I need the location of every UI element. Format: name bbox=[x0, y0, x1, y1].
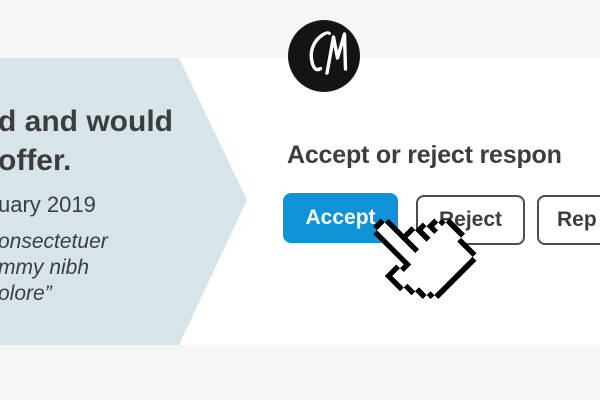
testimonial-heading: d and would offer. bbox=[0, 102, 173, 180]
reject-button[interactable]: Reject bbox=[416, 195, 525, 245]
testimonial-quote: onsectetuer mmy nibh olore” bbox=[0, 229, 108, 307]
brand-logo[interactable] bbox=[288, 20, 360, 92]
response-buttons: Accept Reject Rep bbox=[283, 193, 600, 245]
testimonial-date: uary 2019 bbox=[0, 192, 96, 217]
testimonial-heading-line2: offer. bbox=[0, 144, 72, 177]
accept-button[interactable]: Accept bbox=[283, 193, 398, 243]
reply-button[interactable]: Rep bbox=[537, 195, 600, 245]
response-heading: Accept or reject respon bbox=[287, 141, 562, 169]
testimonial-heading-line1: d and would bbox=[0, 105, 173, 138]
gm-monogram-icon bbox=[309, 31, 348, 75]
quote-line: olore” bbox=[0, 282, 52, 305]
quote-line: mmy nibh bbox=[0, 256, 90, 279]
quote-line: onsectetuer bbox=[0, 230, 108, 253]
